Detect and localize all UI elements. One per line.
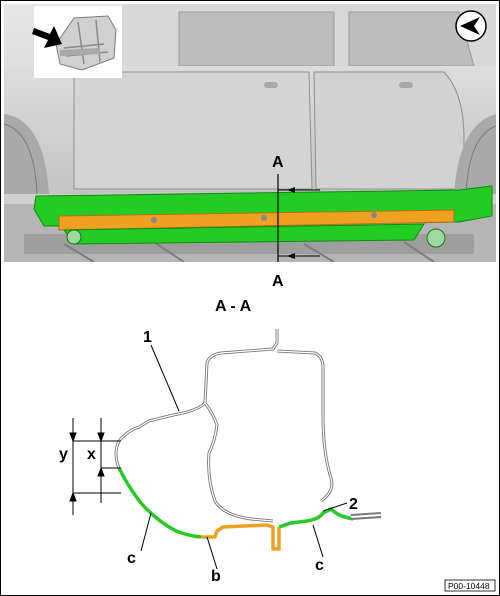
callout-part-1: 1 bbox=[143, 329, 152, 346]
dimension-y: y bbox=[59, 446, 68, 463]
section-profile-body bbox=[114, 329, 334, 523]
section-title: A - A bbox=[215, 298, 252, 315]
sill-skin-left-green bbox=[117, 467, 202, 539]
rail-orange bbox=[201, 523, 281, 551]
cut-label-bottom: A bbox=[272, 273, 284, 289]
front-door bbox=[73, 71, 313, 190]
sill-skin-right-green bbox=[278, 506, 354, 529]
callout-b: b bbox=[211, 568, 221, 585]
dimension-lines bbox=[69, 418, 121, 515]
rear-door-window bbox=[348, 11, 475, 67]
cut-label-top: A bbox=[272, 154, 284, 171]
rear-door-handle bbox=[399, 82, 413, 88]
front-door-window bbox=[178, 11, 335, 67]
front-door-handle bbox=[264, 82, 278, 88]
callout-part-2: 2 bbox=[349, 496, 358, 513]
section-a-a: A - A 1 bbox=[1, 263, 499, 595]
callout-c-left: c bbox=[127, 550, 136, 567]
arrow-pointer-icon bbox=[32, 26, 62, 48]
view-direction-icon bbox=[455, 10, 487, 42]
vehicle-location-thumbnail bbox=[32, 6, 122, 78]
rear-door bbox=[313, 71, 465, 190]
dimension-x: x bbox=[87, 446, 96, 463]
callout-c-right: c bbox=[315, 557, 324, 574]
vehicle-side-view: A bbox=[4, 4, 496, 262]
reference-code: P00-10448 bbox=[444, 579, 496, 592]
sill-rail-orange bbox=[58, 209, 455, 231]
svg-text:P00-10448: P00-10448 bbox=[448, 581, 490, 591]
